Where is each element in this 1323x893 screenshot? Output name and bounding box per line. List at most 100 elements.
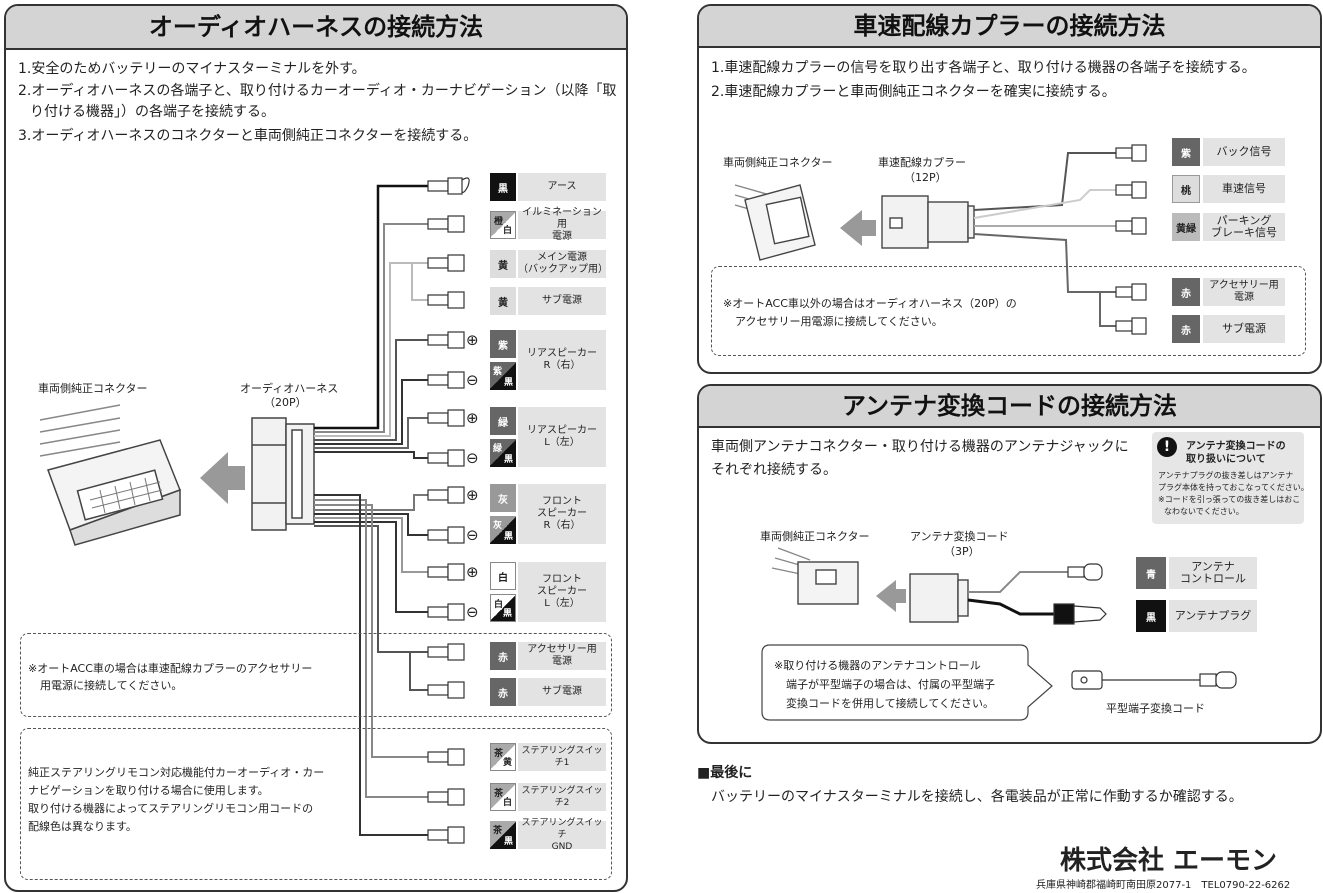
antenna-vehicle-connector-label: 車両側純正コネクター [760, 530, 870, 543]
harness-pins: （20P） [264, 396, 307, 409]
plus-sign: ⊕ [466, 331, 479, 349]
speed-step-2: 2.車速配線カプラーと車両側純正コネクターを確実に接続する。 [711, 84, 1116, 100]
wire-color-swatch: 黒 [1136, 600, 1166, 632]
wire-color-swatch: 茶黄 [490, 743, 516, 771]
color-b: 黒 [503, 532, 513, 542]
wire-color-swatch: 赤 [1172, 278, 1200, 306]
wire-label-sub-power: サブ電源 [518, 287, 606, 315]
color-a: 灰 [493, 521, 503, 531]
wire-label-antenna-plug: アンテナプラグ [1169, 600, 1257, 632]
vehicle-connector-drawing [39, 404, 181, 546]
final-heading: ■最後に [697, 765, 753, 781]
wire-label-main-power: メイン電源（バックアップ用） [518, 250, 608, 278]
label-line: フロント [542, 496, 582, 507]
caution-box [1152, 432, 1304, 524]
label-line: リアスピーカー [527, 425, 597, 436]
color-b: 黒 [503, 837, 513, 847]
insert-arrow-left [200, 452, 245, 504]
color-a: 紫 [493, 367, 503, 377]
label-line: スピーカー [537, 508, 587, 519]
color-a: 茶 [494, 789, 504, 799]
antenna-title: アンテナ変換コードの接続方法 [699, 386, 1320, 428]
wire-label-speed-sub-power: サブ電源 [1203, 315, 1285, 343]
speed-note-line-1: ※オートACC車以外の場合はオーディオハーネス（20P）の [723, 297, 1017, 310]
audio-harness-title: オーディオハーネスの接続方法 [6, 6, 626, 50]
color-a: 橙 [494, 217, 504, 227]
flat-cord-label: 平型端子変換コード [1106, 702, 1205, 715]
color-b: 黒 [503, 378, 513, 388]
antenna-note-line-3: 変換コードを併用して接続してください。 [786, 697, 995, 710]
label-line: 電源 [552, 656, 572, 667]
wire-color-swatch: 赤 [1172, 315, 1200, 343]
wire-label-speed-accessory: アクセサリー用電源 [1203, 278, 1285, 306]
label-line: R（右） [543, 360, 581, 371]
coupler-label: 車速配線カプラー [878, 156, 966, 169]
audio-step-1: 1.安全のためバッテリーのマイナスターミナルを外す。 [18, 61, 366, 77]
minus-sign: ⊖ [466, 526, 479, 544]
wire-color-swatch: 緑黒 [490, 439, 516, 467]
speed-step-1: 1.車速配線カプラーの信号を取り出す各端子と、取り付ける機器の各端子を接続する。 [711, 60, 1256, 76]
plus-sign: ⊕ [466, 409, 479, 427]
speed-note-box [711, 266, 1306, 356]
antenna-desc-2: それぞれ接続する。 [711, 462, 837, 478]
label-line: 電源 [552, 231, 572, 242]
wire-color-swatch: 茶黒 [490, 821, 516, 849]
minus-sign: ⊖ [466, 603, 479, 621]
antenna-note-line-2: 端子が平型端子の場合は、付属の平型端子 [786, 678, 995, 691]
harness-label: オーディオハーネス [240, 382, 339, 395]
acc-note-box [20, 633, 612, 717]
color-b: 白 [502, 798, 512, 808]
color-b: 白 [502, 226, 512, 236]
company-address: 兵庫県神崎郡福崎町南田原2077-1 TEL0790-22-6262 [1036, 880, 1291, 891]
wire-color-swatch: 黄 [490, 250, 516, 278]
speed-vehicle-connector-label: 車両側純正コネクター [723, 156, 833, 169]
wire-label-accessory: アクセサリー用電源 [518, 642, 606, 670]
color-b: 黒 [503, 455, 513, 465]
caution-body-2: プラグ本体を持っておこなってください。 [1158, 483, 1309, 492]
vehicle-connector-label: 車両側純正コネクター [38, 382, 148, 395]
wire-label-illumination: イルミネーション用電源 [518, 207, 606, 242]
label-line: フロント [542, 574, 582, 585]
minus-sign: ⊖ [466, 371, 479, 389]
wire-color-swatch: 赤 [490, 642, 516, 670]
label-line: パーキング [1216, 214, 1272, 227]
wire-label-antenna-control: アンテナコントロール [1169, 557, 1257, 589]
harness-connector-drawing [251, 417, 315, 531]
wire-label-speed-signal: 車速信号 [1203, 175, 1285, 203]
antenna-cord-pins: （3P） [944, 545, 980, 558]
antenna-desc-1: 車両側アンテナコネクター・取り付ける機器のアンテナジャックに [711, 439, 1129, 455]
label-line: アクセサリー用 [527, 644, 597, 655]
caution-body-3: ※コードを引っ張っての抜き差しはおこ [1158, 495, 1301, 504]
audio-step-3: 3.オーディオハーネスのコネクターと車両側純正コネクターを接続する。 [18, 128, 478, 144]
antenna-note-line-1: ※取り付ける機器のアンテナコントロール [774, 659, 981, 672]
speed-note-line-2: アクセサリー用電源に接続してください。 [735, 315, 943, 328]
minus-sign: ⊖ [466, 449, 479, 467]
wire-color-swatch: 白黒 [490, 594, 516, 622]
label-line: L（左） [544, 598, 580, 609]
steering-note-line-2: ナビゲーションを取り付ける場合に使用します。 [28, 784, 269, 797]
label-line: スピーカー [537, 586, 587, 597]
label-line: ブレーキ信号 [1211, 226, 1277, 239]
label-line: アクセサリー用 [1209, 280, 1279, 291]
acc-note-line-2: 用電源に接続してください。 [40, 679, 183, 692]
steering-note-line-3: 取り付ける機器によってステアリングリモコン用コードの [28, 802, 314, 815]
label-line: （バックアップ用） [518, 264, 608, 275]
coupler-pins: （12P） [904, 171, 947, 184]
label-line: アンテナ [1191, 560, 1235, 573]
wire-color-swatch: 灰 [490, 484, 516, 512]
wire-color-swatch: 黄 [490, 287, 516, 315]
plus-sign: ⊕ [466, 486, 479, 504]
color-b: 黄 [502, 758, 512, 768]
wire-color-swatch: 橙白 [490, 211, 516, 239]
wire-label-steering-1: ステアリングスイッチ1 [518, 743, 606, 771]
wire-color-swatch: 青 [1136, 557, 1166, 589]
wire-label-earth: アース [518, 173, 606, 201]
wire-color-swatch: 黒 [490, 173, 516, 201]
label-line: メイン電源 [537, 252, 587, 263]
final-text: バッテリーのマイナスターミナルを接続し、各電装品が正常に作動するか確認する。 [711, 789, 1243, 805]
steering-note-box [20, 728, 612, 880]
